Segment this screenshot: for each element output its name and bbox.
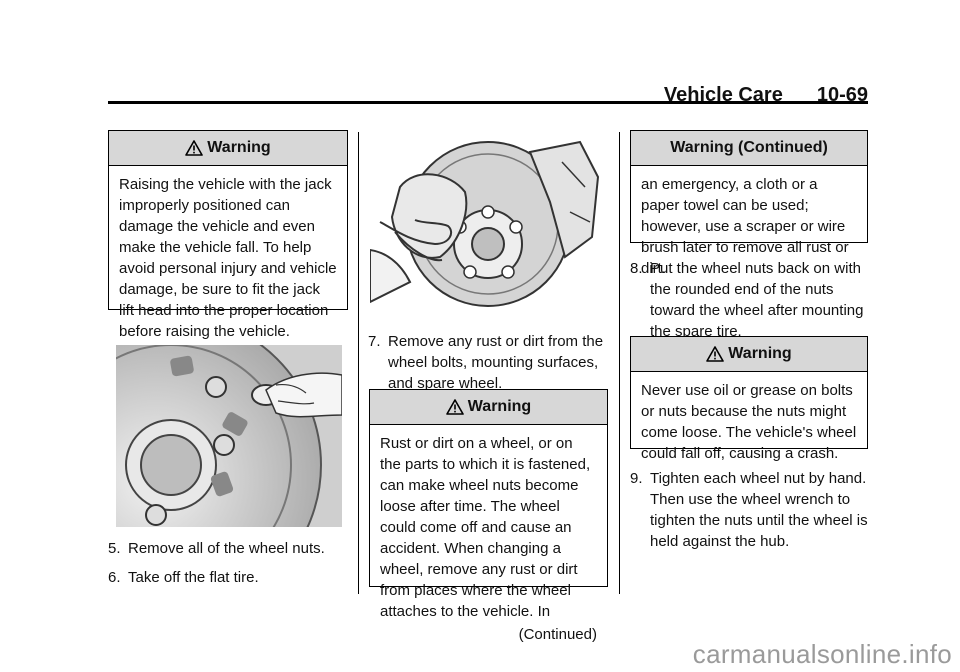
section-title: Vehicle Care [663,84,783,106]
continued-label: (Continued) [518,626,597,643]
step-5: 5. Remove all of the wheel nuts. [108,540,325,557]
warning-triangle-icon [185,140,204,156]
warning-title: Warning [467,398,532,415]
warning-header: Warning [631,337,867,372]
page-header: Vehicle Care 10-69 [664,84,868,107]
step-6: 6. Take off the flat tire. [108,569,259,586]
column-divider [619,132,620,594]
warning-text: Rust or dirt on a wheel, or on the parts… [380,435,591,620]
warning-text: Raising the vehicle with the jack improp… [119,176,337,340]
warning-header: Warning (Continued) [631,131,867,166]
step-8: 8. Put the wheel nuts back on with the r… [630,260,864,340]
warning-box-rust: Warning Rust or dirt on a wheel, or on t… [369,389,608,643]
hub-cleaning-illustration [370,140,600,307]
column-divider [358,132,359,594]
step-9: 9. Tighten each wheel nut by hand. Then … [630,470,868,550]
wheel-nut-removal-illustration [116,345,342,527]
watermark: carmanualsonline.info [692,639,952,669]
warning-text: Never use oil or grease on bolts or nuts… [641,382,857,462]
warning-title: Warning [728,345,792,362]
warning-box-jack: Warning Raising the vehicle with the jac… [108,130,348,340]
header-rule [108,101,868,104]
warning-title: Warning [207,139,271,156]
warning-header: Warning [109,131,347,166]
warning-box-continued: Warning (Continued) an emergency, a clot… [630,130,868,277]
warning-title: Warning (Continued) [670,139,828,156]
warning-triangle-icon [706,346,725,362]
warning-box-grease: Warning Never use oil or grease on bolts… [630,336,868,462]
warning-text: an emergency, a cloth or a paper towel c… [641,176,849,277]
warning-triangle-icon [445,399,464,415]
warning-header: Warning [370,390,607,425]
page-number: 10-69 [816,84,868,106]
step-7: 7. Remove any rust or dirt from the whee… [368,333,604,392]
